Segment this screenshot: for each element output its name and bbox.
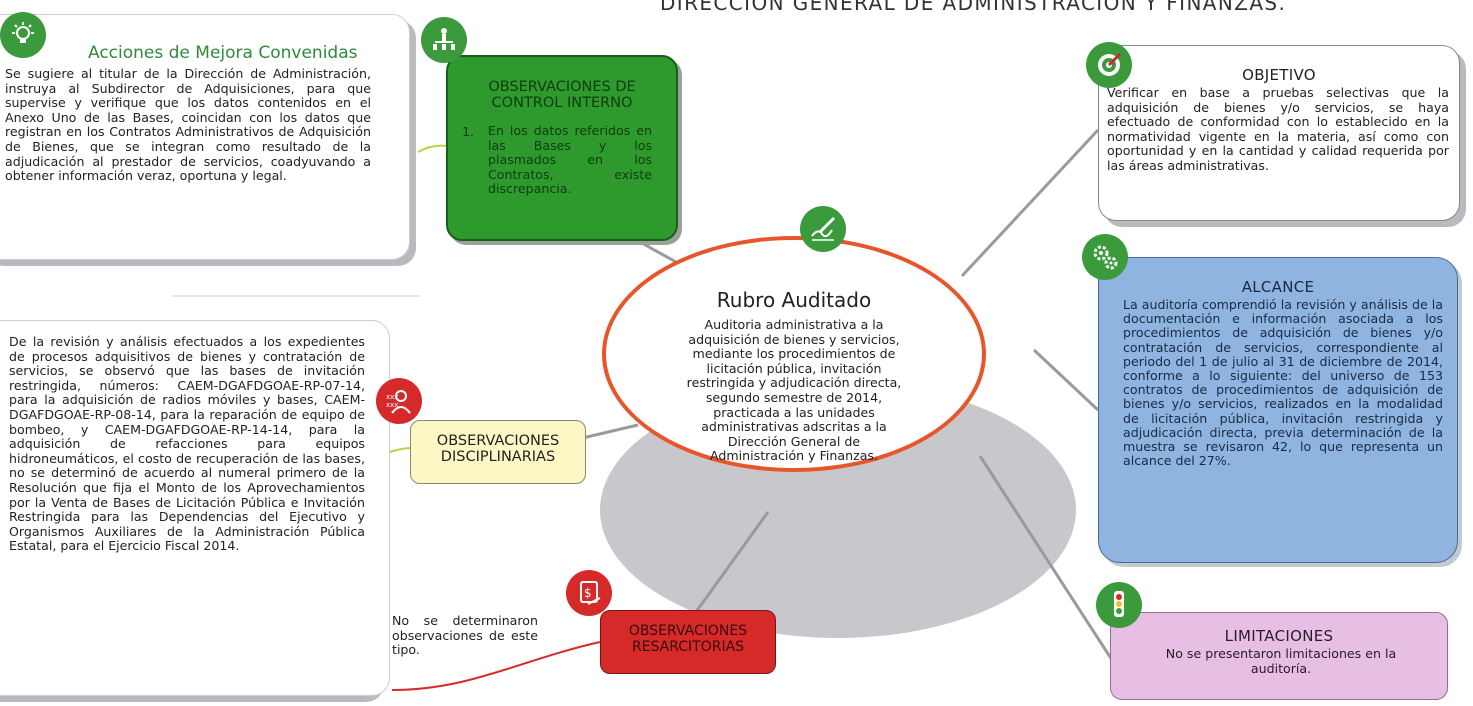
svg-text:xxx: xxx [386,393,398,401]
line-limitaciones [978,455,1114,661]
line-mejora-link [417,144,449,153]
line-resarc-link [391,641,601,691]
gears-icon [1082,234,1128,280]
line-objetivo [960,128,1100,278]
limitaciones-title: LIMITACIONES [1224,627,1334,645]
line-disc-link [389,447,413,453]
svg-text:xxx: xxx [386,401,398,409]
money-document-icon: $ [566,570,612,616]
limitaciones-card: LIMITACIONES No se presentaron limitacio… [1110,612,1448,700]
mejora-body: Se sugiere al titular de la Dirección de… [5,66,371,184]
control-card: OBSERVACIONES DE CONTROL INTERNO 1. En l… [446,55,678,241]
objetivo-body: Verificar en base a pruebas selectivas q… [1107,85,1449,173]
resarcitorias-title: OBSERVACIONES RESARCITORIAS [628,623,748,655]
alcance-title: ALCANCE [1241,278,1315,296]
svg-text:$: $ [584,586,592,600]
alcance-card: ALCANCE La auditoría comprendió la revis… [1098,257,1458,563]
line-control [639,240,677,264]
disciplinarias-title: OBSERVACIONES DISCIPLINARIAS [436,433,560,465]
resarcitorias-body: No se determinaron observaciones de este… [392,613,538,658]
objetivo-title: OBJETIVO [1242,66,1316,84]
org-chart-icon [421,17,467,63]
center-ellipse: Rubro Auditado Auditoria administrativa … [602,236,986,472]
control-title: OBSERVACIONES DE CONTROL INTERNO [488,79,636,111]
mejora-card: Acciones de Mejora Convenidas Se sugiere… [0,14,410,260]
objetivo-card: OBJETIVO Verificar en base a pruebas sel… [1098,45,1460,221]
header-text: DIRECCIÓN GENERAL DE ADMINISTRACIÓN Y FI… [660,0,1287,15]
center-title: Rubro Auditado [716,288,872,312]
disciplinarias-text-card: De la revisión y análisis efectuados a l… [0,320,390,696]
line-resarcitorias [694,511,770,613]
officer-icon: xxx xxx [376,378,422,424]
center-body: Auditoria administrativa a la adquisició… [686,317,902,464]
lightbulb-icon [0,12,46,58]
control-body: En los datos referidos en las Bases y lo… [488,123,652,197]
traffic-light-icon [1096,582,1142,628]
resarcitorias-label-box: OBSERVACIONES RESARCITORIAS [600,610,776,674]
disciplinarias-label-box: OBSERVACIONES DISCIPLINARIAS [410,420,586,484]
alcance-body: La auditoría comprendió la revisión y an… [1123,297,1443,469]
signature-icon [800,206,846,252]
limitaciones-body: No se presentaron limitaciones en la aud… [1165,646,1397,676]
target-icon [1086,42,1132,88]
mejora-title: Acciones de Mejora Convenidas [88,43,358,63]
control-num: 1. [462,124,475,139]
line-alcance [1032,348,1100,412]
disciplinarias-body: De la revisión y análisis efectuados a l… [9,334,365,554]
